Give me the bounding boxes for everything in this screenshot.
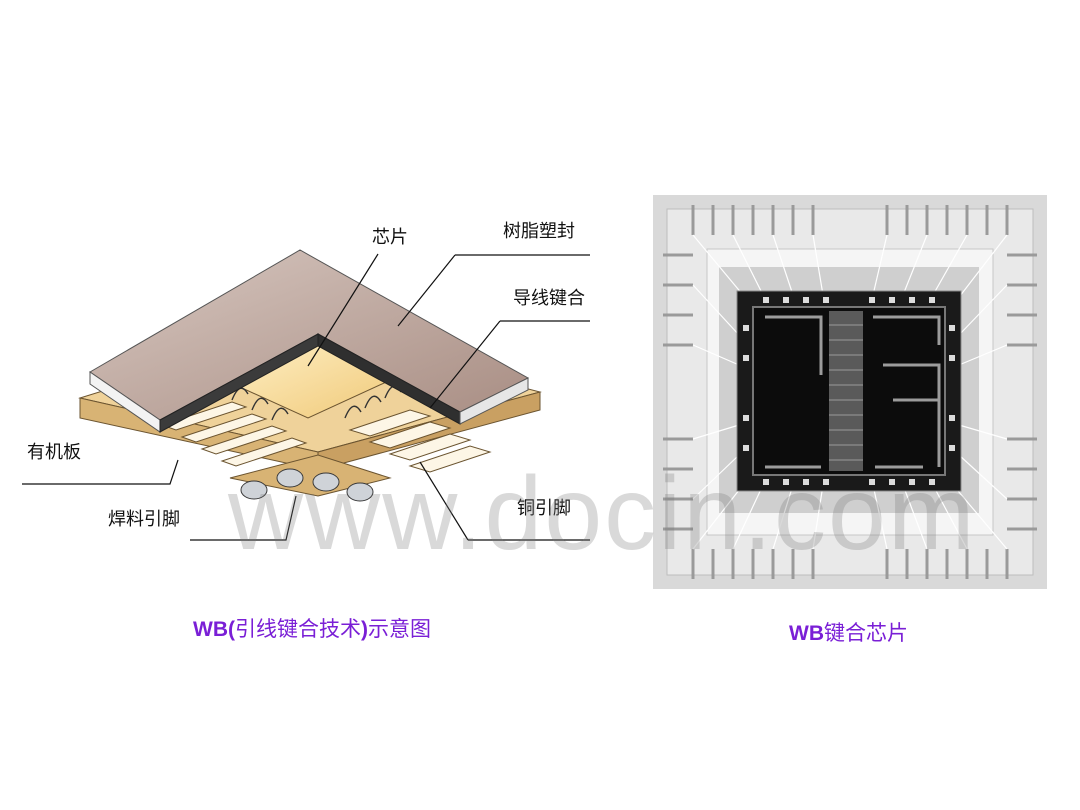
label-resin-molding: 树脂塑封 xyxy=(503,221,575,242)
label-chip: 芯片 xyxy=(372,227,408,248)
left-caption: WB(引线键合技术)示意图 xyxy=(193,617,431,641)
left-caption-text2: 示意图 xyxy=(367,617,431,641)
wb-bonded-chip-photo xyxy=(653,195,1047,589)
leader-lines xyxy=(22,253,590,541)
bond-wires-photo xyxy=(692,234,1008,550)
left-caption-bold2: ) xyxy=(360,618,368,641)
right-caption: WB键合芯片 xyxy=(789,621,908,645)
right-caption-text: 键合芯片 xyxy=(824,621,908,645)
bond-wires xyxy=(231,385,402,421)
left-caption-bold: WB( xyxy=(193,618,235,641)
label-wire-bonding: 导线键合 xyxy=(513,288,585,309)
outer-leads xyxy=(663,205,1037,579)
watermark: www.docin.com xyxy=(228,456,977,572)
solder-balls xyxy=(240,468,374,502)
resin-molding xyxy=(89,249,530,433)
label-organic-board: 有机板 xyxy=(27,442,81,463)
label-copper-pins: 铜引脚 xyxy=(517,498,571,519)
right-caption-bold: WB xyxy=(789,622,824,645)
silicon-die xyxy=(736,290,962,492)
wb-cross-section-diagram xyxy=(22,249,590,541)
copper-pins xyxy=(160,401,492,473)
label-solder-pins: 焊料引脚 xyxy=(108,509,180,530)
left-caption-text: 引线键合技术 xyxy=(234,617,361,641)
